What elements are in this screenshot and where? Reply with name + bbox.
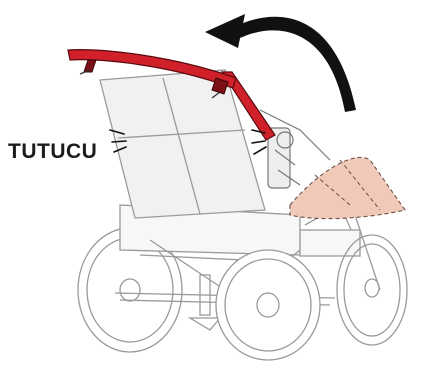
- hinge-mechanism: [260, 110, 330, 188]
- canopy-fold-indicator: [290, 157, 405, 218]
- front-right-wheel: [337, 235, 407, 345]
- callout-label: TUTUCU: [8, 140, 97, 164]
- rear-right-wheel: [216, 250, 320, 360]
